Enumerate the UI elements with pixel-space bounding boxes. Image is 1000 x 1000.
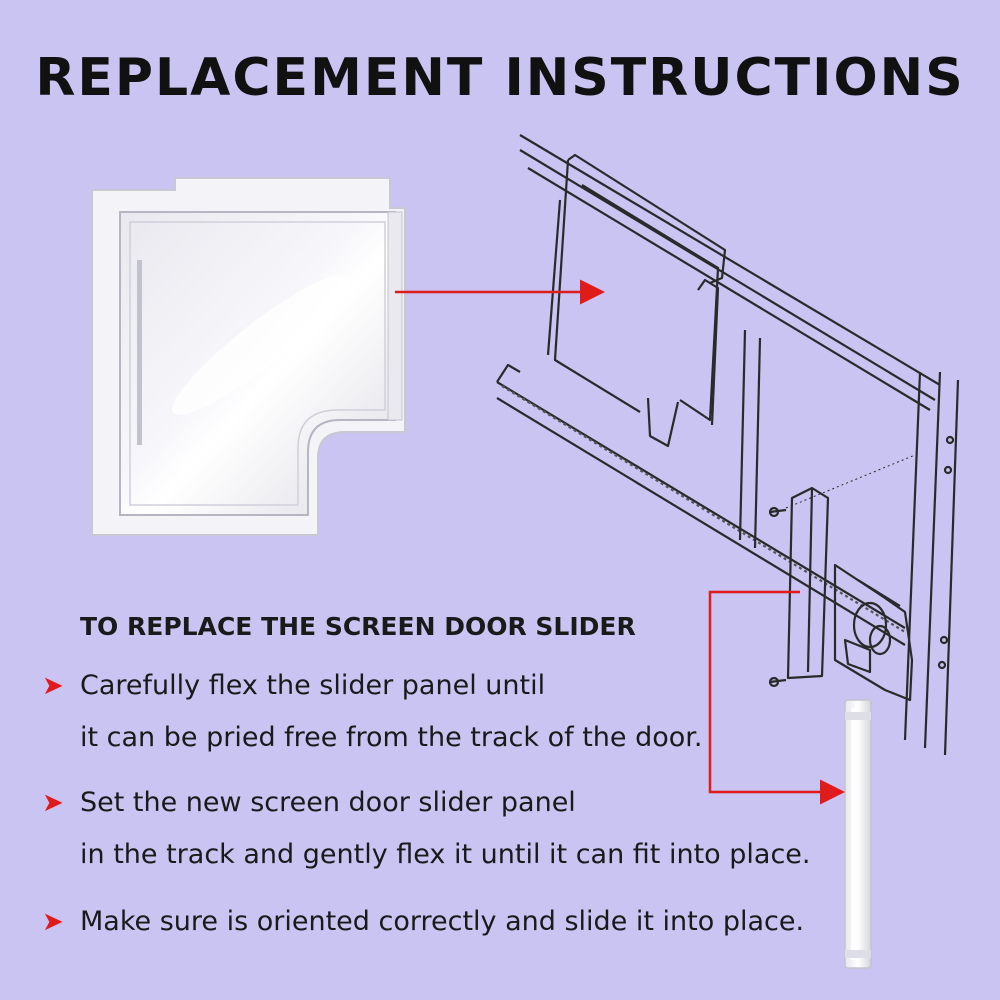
step-1: ➤ Carefully flex the slider panel until …	[42, 660, 702, 764]
pointer-arrows	[395, 279, 845, 805]
arrow-handle-to-bar	[708, 590, 845, 805]
step-1-line-1: Carefully flex the slider panel until	[80, 670, 546, 701]
step-2-line-1: Set the new screen door slider panel	[80, 787, 576, 818]
page-title: REPLACEMENT INSTRUCTIONS	[35, 48, 965, 108]
bullet-arrow-icon: ➤	[42, 671, 64, 701]
instructions-heading: TO REPLACE THE SCREEN DOOR SLIDER	[80, 612, 636, 641]
bullet-arrow-icon: ➤	[42, 907, 64, 937]
step-2-line-2: in the track and gently flex it until it…	[80, 839, 811, 870]
step-2: ➤ Set the new screen door slider panel i…	[42, 777, 811, 881]
door-track-diagram	[496, 134, 960, 756]
step-3-line-1: Make sure is oriented correctly and slid…	[80, 906, 805, 937]
slider-panel-photo	[91, 177, 406, 536]
step-3: ➤ Make sure is oriented correctly and sl…	[42, 896, 804, 948]
step-1-line-2: it can be pried free from the track of t…	[80, 722, 703, 753]
slider-bar-photo	[844, 699, 872, 969]
bullet-arrow-icon: ➤	[42, 788, 64, 818]
